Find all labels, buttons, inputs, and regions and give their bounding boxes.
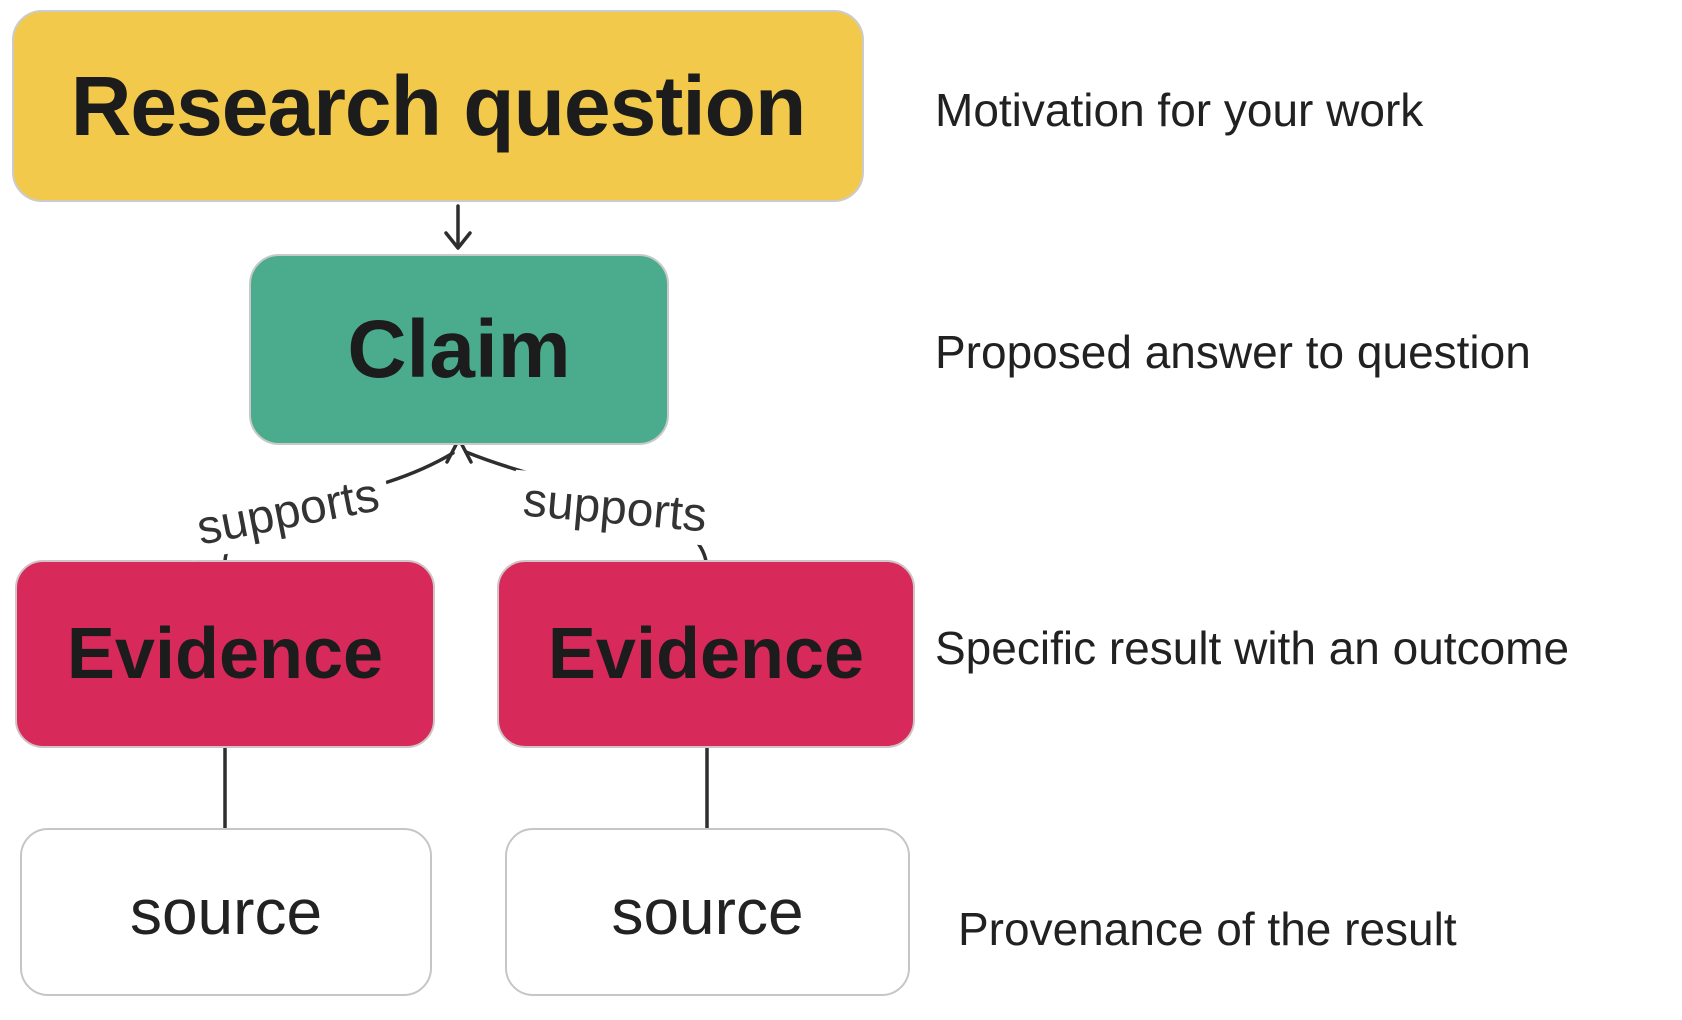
arrow-research-to-claim-head (444, 231, 472, 250)
annotation-motivation: Motivation for your work (935, 84, 1424, 136)
node-evidence-left: Evidence (15, 560, 435, 748)
node-research-question: Research question (12, 10, 864, 202)
node-evidence-right-label: Evidence (547, 614, 865, 694)
node-claim: Claim (249, 254, 669, 445)
annotation-provenance: Provenance of the result (958, 903, 1457, 955)
node-source-left-label: source (129, 876, 323, 948)
node-source-right-label: source (611, 876, 804, 948)
node-source-left: source (20, 828, 432, 996)
node-evidence-right: Evidence (497, 560, 915, 748)
node-research-question-label: Research question (70, 58, 807, 153)
node-evidence-left-label: Evidence (66, 614, 384, 694)
annotation-proposed-answer: Proposed answer to question (935, 326, 1531, 378)
node-source-right: source (505, 828, 910, 996)
annotation-specific-result: Specific result with an outcome (935, 622, 1570, 674)
node-claim-label: Claim (347, 303, 571, 395)
